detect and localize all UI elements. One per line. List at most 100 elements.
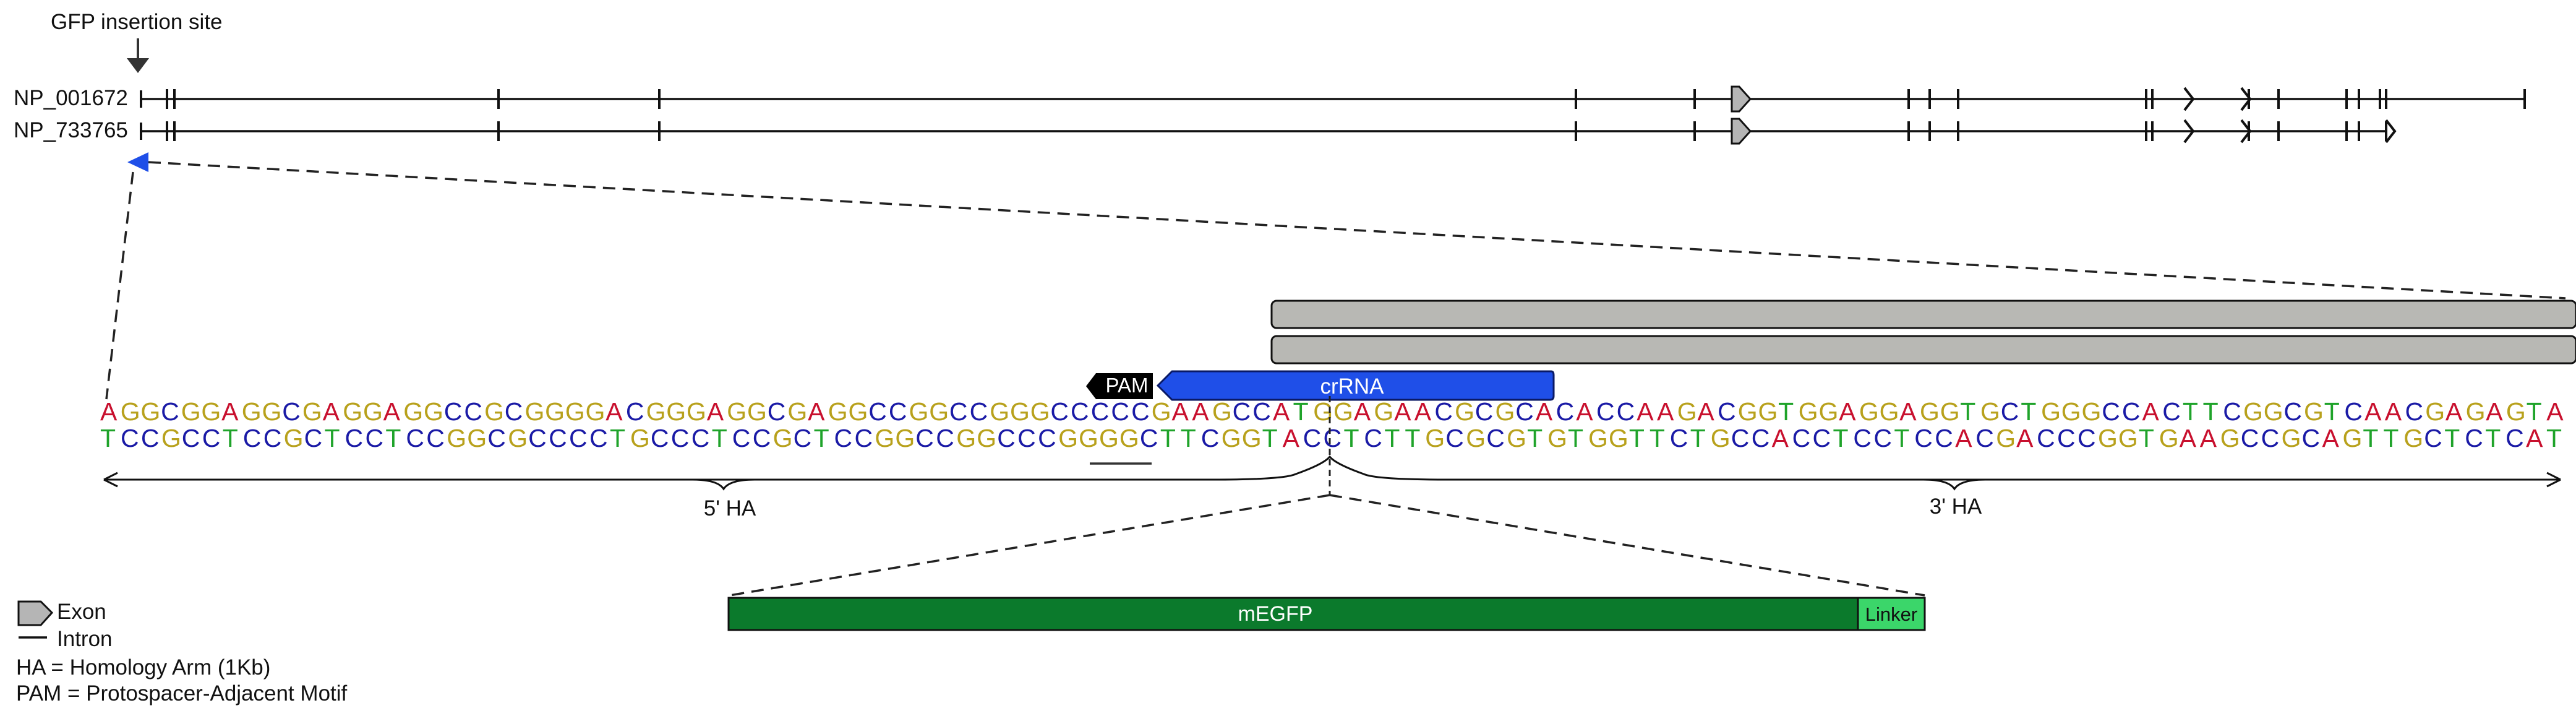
nucleotide: G [262,397,282,426]
nucleotide: C [2223,397,2241,426]
nucleotide: C [263,424,282,452]
nucleotide: C [2302,424,2321,452]
nucleotide: C [528,424,547,452]
nucleotide: G [1079,424,1098,452]
nucleotide: G [343,397,362,426]
nucleotide: G [990,397,1009,426]
nucleotide: A [323,397,340,426]
nucleotide: G [2425,397,2445,426]
nucleotide: G [1099,424,1119,452]
nucleotide: C [1017,424,1036,452]
nucleotide: G [467,424,487,452]
nucleotide: C [768,397,786,426]
nucleotide: A [2385,397,2402,426]
exon-arrow [2240,119,2252,144]
nucleotide: G [727,397,747,426]
nucleotide: A [100,397,118,426]
nucleotide: G [1496,397,1515,426]
nucleotide: G [1466,424,1486,452]
nucleotide: C [487,424,506,452]
ha3-label: 3' HA [1930,494,1982,519]
nucleotide: C [2424,424,2442,452]
nucleotide: G [646,397,666,426]
nucleotide: G [1940,397,1960,426]
nucleotide: G [121,397,140,426]
nucleotide: C [1131,397,1150,426]
nucleotide: G [849,397,868,426]
linker-bar [1857,597,1926,631]
exon-arrow [2240,87,2252,111]
nucleotide: T [1527,424,1543,452]
nucleotide: C [2037,424,2055,452]
nucleotide: C [2283,397,2302,426]
nucleotide: T [385,424,401,452]
nucleotide: G [773,424,793,452]
nucleotide: C [1091,397,1110,426]
nucleotide: C [345,424,364,452]
nucleotide: G [1819,397,1839,426]
transcript-label-np001672: NP_001672 [14,86,128,110]
nucleotide: C [1038,424,1056,452]
nucleotide: C [426,424,445,452]
nucleotide: G [586,397,605,426]
nucleotide: G [2220,424,2240,452]
nucleotide: G [828,397,848,426]
exon-shape [1731,118,1752,145]
linker-label: Linker [1865,603,1917,625]
nucleotide: T [1384,424,1400,452]
nucleotide: A [1955,424,1972,452]
nucleotide: G [2466,397,2486,426]
nucleotide: G [447,424,466,452]
nucleotide: G [140,397,160,426]
nucleotide: C [1718,397,1736,426]
nucleotide: T [1629,424,1645,452]
nucleotide: C [202,424,221,452]
nucleotide: T [610,424,625,452]
nucleotide: C [2162,397,2181,426]
nucleotide: G [363,397,383,426]
nucleotide: G [161,424,181,452]
nucleotide: G [2282,424,2301,452]
nucleotide: C [589,424,608,452]
nucleotide: A [1772,424,1789,452]
nucleotide: A [2364,397,2382,426]
nucleotide: G [909,397,929,426]
nucleotide: C [406,424,424,452]
nucleotide: T [1344,424,1359,452]
nucleotide: G [403,397,423,426]
nucleotide: A [1637,397,1654,426]
ha5-label: 5' HA [704,496,756,520]
exon-arrow [2183,119,2195,144]
crrna-label: crRNA [1320,374,1384,399]
nucleotide: A [1899,397,1917,426]
nucleotide: A [2322,424,2340,452]
nucleotide: T [1293,397,1309,426]
nucleotide: G [201,397,221,426]
nucleotide: C [1445,424,1464,452]
exon-shape [1731,85,1752,113]
nucleotide: G [1588,424,1608,452]
nucleotide: G [2243,397,2263,426]
nucleotide: A [2486,397,2503,426]
nucleotide: C [1252,397,1271,426]
nucleotide: C [1233,397,1251,426]
nucleotide: T [1833,424,1849,452]
nucleotide: A [1697,397,1714,426]
nucleotide: C [671,424,690,452]
legend-exon: Exon [57,600,106,624]
nucleotide: G [747,397,767,426]
insertion-site-marker [127,152,148,172]
nucleotide: C [1914,424,1933,452]
nucleotide: G [1242,424,1262,452]
pam-label: PAM [1105,374,1148,397]
nucleotide: C [949,397,968,426]
nucleotide: G [687,397,706,426]
nucleotide: G [242,397,262,426]
megfp-label: mEGFP [1238,602,1313,626]
nucleotide: C [1617,397,1635,426]
nucleotide: G [2506,397,2526,426]
nucleotide: T [2527,397,2542,426]
nucleotide: G [1455,397,1474,426]
nucleotide: G [2041,397,2061,426]
